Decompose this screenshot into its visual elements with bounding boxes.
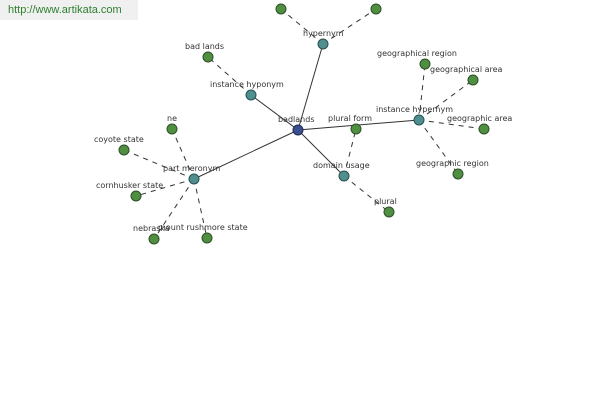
node-geographical-region[interactable] [419, 58, 431, 70]
label-part-meronym: part meronym [163, 164, 220, 173]
label-domain-usage: domain usage [313, 161, 370, 170]
label-plural-form: plural form [328, 114, 372, 123]
label-geographic-area: geographic area [447, 114, 512, 123]
edge-root-hypernym [297, 43, 324, 131]
label-ne: ne [167, 114, 177, 123]
node-bad-lands[interactable] [202, 51, 214, 63]
label-bad-lands: bad lands [185, 42, 224, 51]
label-geographic-region: geographic region [416, 159, 489, 168]
label-plural: plural [374, 197, 397, 206]
edge-root-instance-hyponym [250, 94, 299, 131]
label-cornhusker-state: cornhusker state [96, 181, 163, 190]
node-nebraska[interactable] [148, 233, 160, 245]
edge-instance-hyponym-bad-lands [207, 56, 252, 96]
node-hypernym-leaf-b[interactable] [370, 3, 382, 15]
label-badlands: badlands [278, 115, 315, 124]
edge-instance-hypernym-geographic-region [418, 119, 459, 175]
node-hypernym-leaf-a[interactable] [275, 3, 287, 15]
edge-root-domain-usage [297, 129, 345, 177]
node-domain-usage[interactable] [338, 170, 350, 182]
watermark-link[interactable]: http://www.artikata.com [0, 0, 138, 20]
node-mount-rushmore-state[interactable] [201, 232, 213, 244]
labels: badlands hypernym instance hyponym insta… [94, 29, 512, 233]
edge-domain-usage-plural [343, 175, 390, 213]
nodes [118, 3, 490, 245]
edge-root-part-meronym [193, 129, 299, 180]
node-part-meronym[interactable] [188, 173, 200, 185]
label-instance-hypernym: instance hypernym [376, 105, 453, 114]
label-geographical-area: geographical area [430, 65, 503, 74]
label-instance-hyponym: instance hyponym [210, 80, 284, 89]
edge-part-meronym-coyote-state [123, 149, 195, 180]
node-instance-hypernym[interactable] [413, 114, 425, 126]
node-ne[interactable] [166, 123, 178, 135]
node-badlands[interactable] [292, 124, 304, 136]
node-hypernym[interactable] [317, 38, 329, 50]
node-geographical-area[interactable] [467, 74, 479, 86]
node-geographic-area[interactable] [478, 123, 490, 135]
edge-hypernym-leaf-b [322, 8, 377, 45]
label-hypernym: hypernym [303, 29, 344, 38]
edge-part-meronym-mount-rushmore-state [193, 178, 208, 239]
label-geographical-region: geographical region [377, 49, 457, 58]
label-nebraska: nebraska [133, 224, 170, 233]
node-plural[interactable] [383, 206, 395, 218]
edge-domain-usage-plural-form [343, 128, 357, 177]
edges [123, 8, 485, 240]
label-coyote-state: coyote state [94, 135, 144, 144]
node-cornhusker-state[interactable] [130, 190, 142, 202]
edge-part-meronym-nebraska [153, 178, 195, 240]
node-instance-hyponym[interactable] [245, 89, 257, 101]
edge-hypernym-leaf-a [280, 8, 324, 45]
node-plural-form[interactable] [350, 123, 362, 135]
edge-instance-hypernym-geographical-area [418, 79, 474, 121]
edge-instance-hypernym-geographic-area [418, 119, 485, 130]
edge-part-meronym-cornhusker-state [135, 178, 195, 197]
label-mount-rushmore-state: mount rushmore state [158, 223, 248, 232]
node-geographic-region[interactable] [452, 168, 464, 180]
node-coyote-state[interactable] [118, 144, 130, 156]
